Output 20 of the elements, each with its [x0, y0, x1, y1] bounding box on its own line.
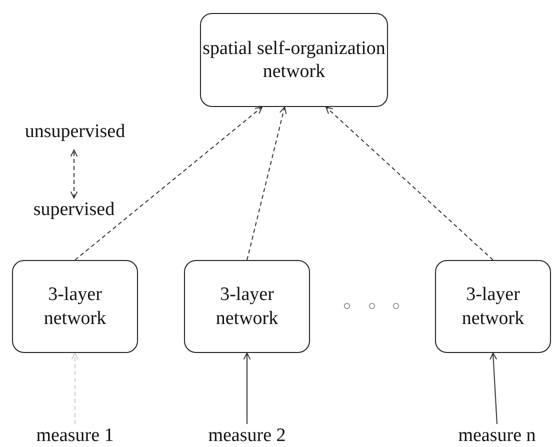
box-label: spatial self-organization network: [202, 36, 386, 84]
arrow: [246, 106, 287, 260]
arrow: [71, 352, 79, 424]
network-box: [435, 260, 551, 353]
input-label: measure 2: [192, 424, 302, 447]
network-box: [200, 13, 388, 107]
box-label: 3-layer network: [460, 283, 526, 330]
arrow: [74, 106, 263, 260]
arrow: [70, 150, 78, 198]
arrow: [325, 106, 494, 260]
input-label: measure n: [440, 424, 553, 447]
network-box: [12, 260, 138, 353]
arrow: [490, 352, 498, 424]
input-label: measure 1: [20, 424, 130, 447]
arrow: [243, 352, 251, 424]
box-label: 3-layer network: [214, 283, 280, 330]
box-label: 3-layer network: [42, 283, 108, 330]
input-label: supervised: [16, 196, 132, 224]
network-box: [184, 260, 310, 353]
input-label: unsupervised: [8, 118, 142, 146]
